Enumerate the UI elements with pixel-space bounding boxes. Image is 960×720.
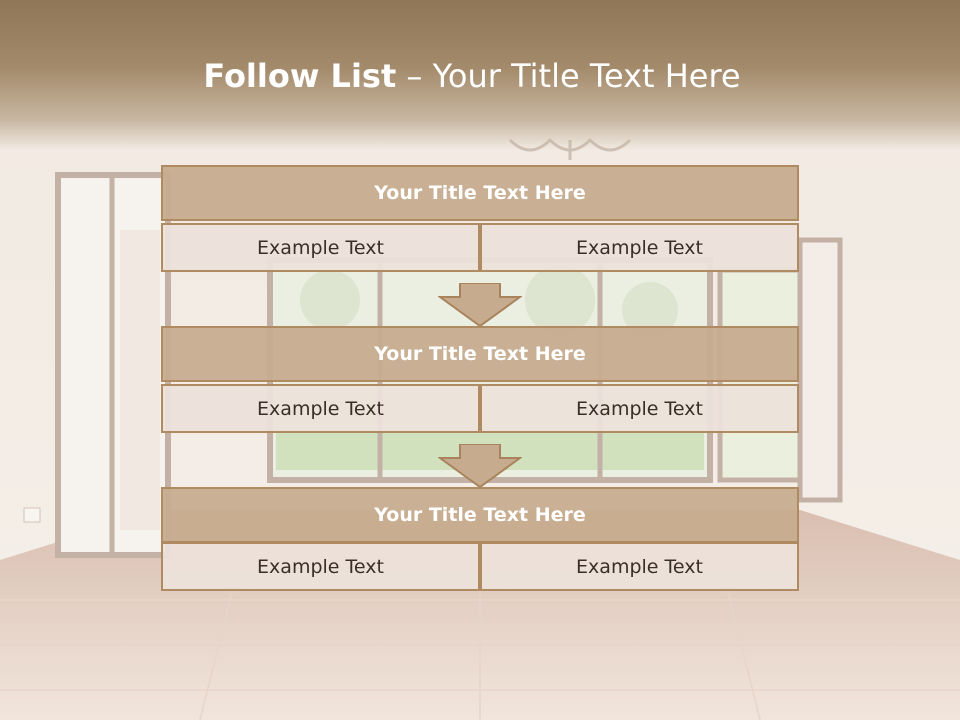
step-3-title: Your Title Text Here	[161, 487, 799, 543]
step-2-right-cell: Example Text	[480, 384, 799, 433]
step-2-left-cell: Example Text	[161, 384, 480, 433]
step-3-right-cell: Example Text	[480, 542, 799, 591]
slide-title-rest: – Your Title Text Here	[396, 57, 741, 95]
step-1-left-cell: Example Text	[161, 223, 480, 272]
step-2-title: Your Title Text Here	[161, 326, 799, 382]
down-arrow-icon	[438, 283, 522, 327]
step-3-left-cell: Example Text	[161, 542, 480, 591]
slide-title-bold: Follow List	[203, 57, 397, 95]
down-arrow-icon	[438, 444, 522, 488]
step-1-right-cell: Example Text	[480, 223, 799, 272]
slide-title: Follow List – Your Title Text Here	[0, 52, 944, 100]
step-1-title: Your Title Text Here	[161, 165, 799, 221]
title-band	[0, 0, 960, 150]
